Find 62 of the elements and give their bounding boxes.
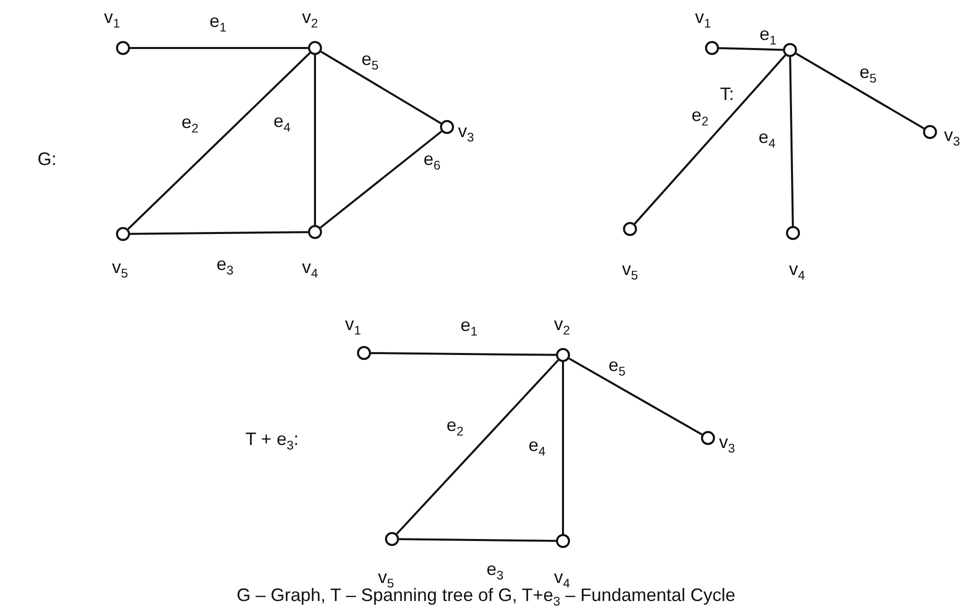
vertex-label: v$_{2}$ (554, 315, 570, 335)
vertex-label: v$_{3}$ (944, 126, 960, 146)
vertex-circle (705, 41, 719, 55)
graph-edge (398, 538, 556, 542)
graph-edge (634, 54, 786, 224)
vertex-label: v$_{4}$ (554, 568, 570, 588)
vertex-circle (308, 41, 322, 55)
edge-label: e$_{2}$ (446, 416, 464, 436)
graph-name: T: (720, 85, 734, 105)
edge-label: e$_{6}$ (423, 150, 441, 170)
vertex-label: v$_{3}$ (719, 433, 735, 453)
vertex-label: v$_{4}$ (302, 258, 318, 278)
edge-label: e$_{3}$ (216, 255, 234, 275)
vertex-circle (783, 43, 797, 57)
vertex-circle (116, 41, 130, 55)
graph-edge (562, 362, 564, 534)
vertex-label: v$_{5}$ (112, 258, 128, 278)
graph-edge (320, 50, 442, 124)
vertex-label: v$_{1}$ (345, 315, 361, 335)
vertex-circle (923, 125, 937, 139)
graph-name: T + e$_{3}$: (245, 430, 299, 450)
graph-edge (796, 52, 924, 130)
graph-edge (370, 352, 556, 356)
graph-edge (127, 52, 311, 230)
edge-label: e$_{2}$ (181, 113, 199, 133)
edge-label: e$_{4}$ (273, 112, 291, 132)
vertex-circle (440, 120, 454, 134)
edge-label: e$_{5}$ (361, 50, 379, 70)
vertex-label: v$_{5}$ (622, 260, 638, 280)
vertex-circle (385, 532, 399, 546)
edge-label: e$_{1}$ (460, 316, 478, 336)
vertex-label: v$_{1}$ (104, 8, 120, 28)
vertex-circle (701, 431, 715, 445)
edge-label: e$_{5}$ (859, 63, 877, 83)
vertex-circle (556, 348, 570, 362)
graph-edge (568, 358, 702, 436)
graph-edge (130, 231, 308, 235)
graph-edge (314, 55, 316, 225)
vertex-circle (116, 227, 130, 241)
vertex-label: v$_{3}$ (458, 122, 474, 142)
edge-label: e$_{1}$ (209, 12, 227, 32)
graph-name: G: (38, 150, 56, 170)
graph-edge (396, 359, 559, 535)
vertex-label: v$_{2}$ (302, 8, 318, 28)
vertex-circle (623, 222, 637, 236)
vertex-circle (786, 226, 800, 240)
edge-label: e$_{4}$ (758, 128, 776, 148)
edge-label: e$_{5}$ (608, 356, 626, 376)
graph-edge (718, 47, 784, 51)
graph-edge (320, 130, 442, 228)
vertex-label: v$_{4}$ (789, 260, 805, 280)
edge-label: e$_{1}$ (759, 25, 777, 45)
vertex-label: v$_{1}$ (695, 8, 711, 28)
edge-label: e$_{3}$ (486, 560, 504, 580)
vertex-circle (308, 225, 322, 239)
edge-label: e$_{2}$ (691, 106, 709, 126)
vertex-circle (357, 346, 371, 360)
graph-edge (789, 56, 794, 226)
vertex-label: v$_{5}$ (378, 568, 394, 588)
vertex-circle (556, 534, 570, 548)
graph-edge (130, 47, 308, 49)
edge-label: e$_{4}$ (528, 436, 546, 456)
